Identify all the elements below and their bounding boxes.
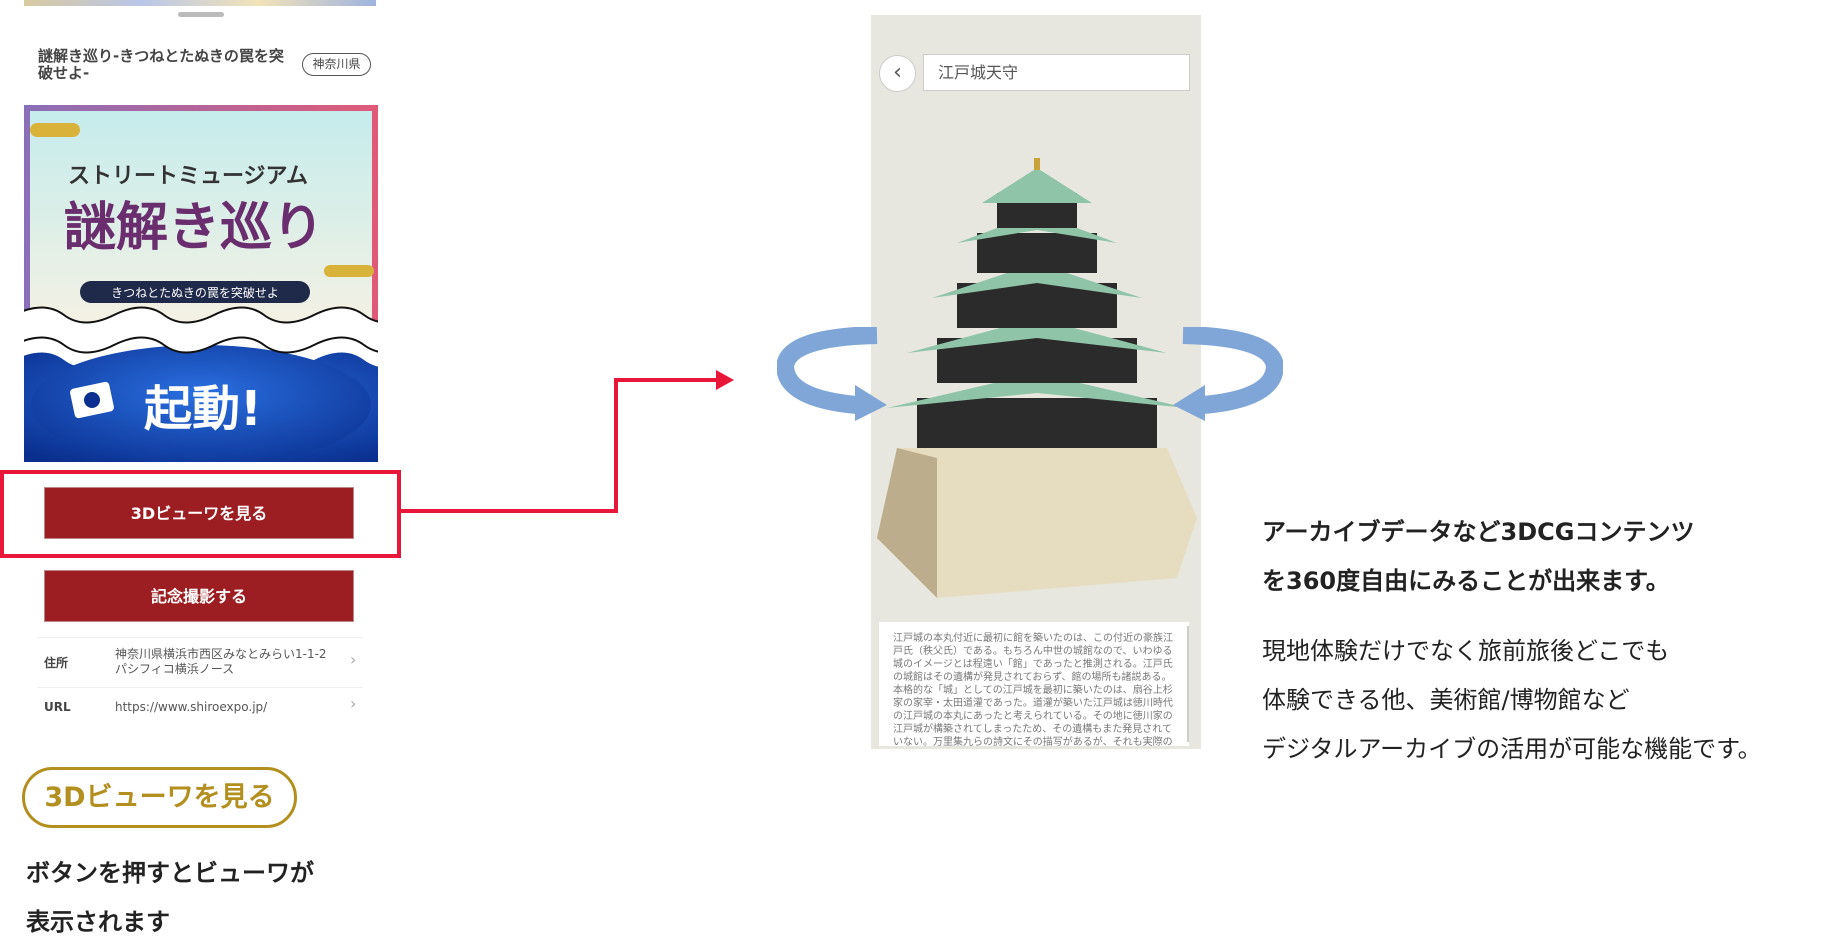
url-value[interactable]: https://www.shiroexpo.jp/ [115, 700, 268, 714]
callout-pill: 3Dビューワを見る [22, 767, 297, 828]
back-button[interactable]: ‹ [879, 55, 916, 92]
explanation-line5: デジタルアーカイブの活用が可能な機能です。 [1262, 735, 1762, 763]
rotate-right-arrow-icon [1173, 327, 1283, 421]
3d-viewer-panel: ‹ 江戸城天守 江戸城の本丸付近に最初に館を築いたのは、この付近の豪族江戸氏（秩… [777, 15, 1283, 749]
banner-launch: 起動! [144, 381, 262, 437]
explanation-line4: 体験できる他、美術館/博物館など [1262, 686, 1630, 714]
view-3d-button[interactable]: 3Dビューワを見る [44, 487, 354, 539]
url-label: URL [44, 700, 71, 714]
castle-3d-model[interactable] [877, 158, 1201, 598]
description-text[interactable]: 江戸城の本丸付近に最初に館を築いたのは、この付近の豪族江戸氏（秩父氏）である。も… [879, 622, 1189, 746]
explanation-bold-line2: を360度自由にみることが出来ます。 [1262, 567, 1670, 595]
address-line2: パシフィコ横浜ノース [115, 662, 235, 676]
banner-subtitle: きつねとたぬきの罠を突破せよ [111, 285, 279, 300]
map-strip [24, 0, 376, 6]
drag-handle[interactable] [178, 12, 224, 17]
banner-brand: ストリートミュージアム [68, 164, 308, 189]
banner-main: 謎解き巡り [64, 198, 324, 258]
scrollbar[interactable] [1187, 626, 1189, 742]
url-row[interactable]: URL https://www.shiroexpo.jp/ › [38, 687, 362, 723]
caption-line1: ボタンを押すとビューワが [26, 859, 314, 887]
address-label: 住所 [44, 656, 69, 670]
explanation-bold-line1: アーカイブデータなど3DCGコンテンツ [1262, 518, 1695, 546]
address-line1: 神奈川県横浜市西区みなとみらい1-1-2 [115, 647, 327, 661]
search-input[interactable]: 江戸城天守 [923, 54, 1190, 91]
explanation-line3: 現地体験だけでなく旅前旅後どこでも [1262, 637, 1670, 665]
prefecture-tag: 神奈川県 [302, 53, 371, 76]
rotate-left-arrow-icon [777, 327, 887, 421]
highlight-box [0, 470, 401, 558]
chevron-right-icon: › [350, 650, 357, 669]
event-banner[interactable]: ストリートミュージアム 謎解き巡り きつねとたぬきの罠を突破せよ 起動! [24, 105, 378, 462]
commemorative-photo-button[interactable]: 記念撮影する [44, 570, 354, 622]
chevron-left-icon: ‹ [893, 60, 902, 85]
description-body: 江戸城の本丸付近に最初に館を築いたのは、この付近の豪族江戸氏（秩父氏）である。も… [893, 633, 1173, 746]
chevron-right-icon: › [350, 694, 357, 713]
spot-title: 謎解き巡り-きつねとたぬきの罠を突破せよ- [38, 47, 284, 82]
